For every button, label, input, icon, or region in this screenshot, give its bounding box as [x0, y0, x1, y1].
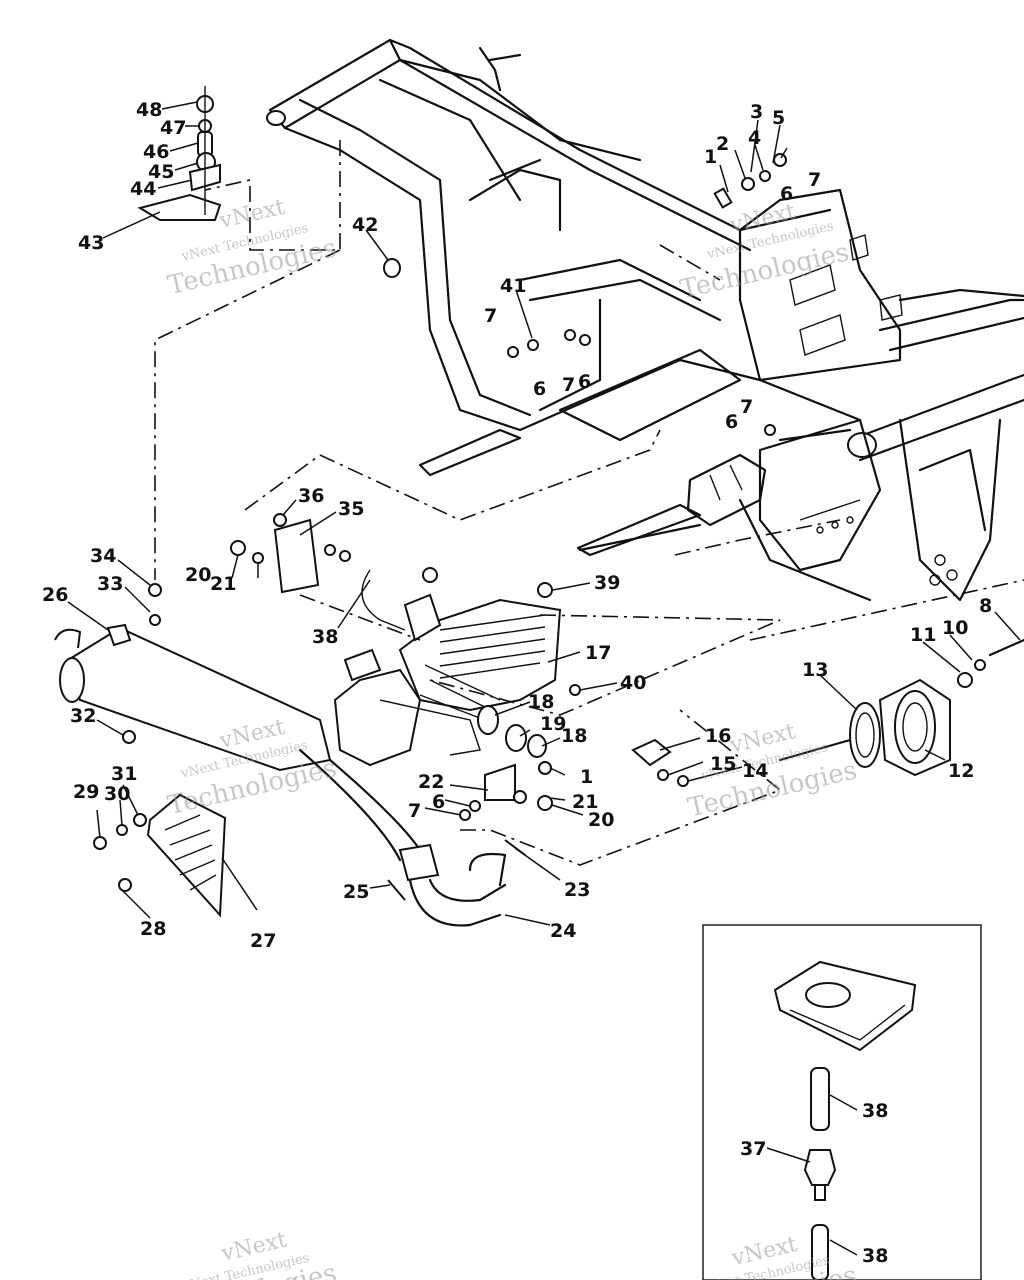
callout-43: 43 — [78, 232, 104, 254]
callout-6a: 6 — [780, 183, 793, 205]
inset-carburetor-detail — [702, 924, 982, 1280]
callout-42: 42 — [352, 214, 378, 236]
callout-16: 16 — [705, 725, 731, 747]
callout-39: 39 — [594, 572, 620, 594]
callout-30: 30 — [104, 783, 130, 805]
callout-45: 45 — [148, 161, 174, 183]
callout-29: 29 — [73, 781, 99, 803]
callout-11: 11 — [910, 624, 936, 646]
callout-7c: 7 — [562, 374, 575, 396]
callout-7e: 7 — [408, 800, 421, 822]
callout-38b: 38 — [862, 1100, 888, 1122]
callout-37: 37 — [740, 1138, 766, 1160]
frame-chassis — [266, 38, 1024, 602]
callout-20a: 20 — [185, 564, 211, 586]
callout-47: 47 — [160, 117, 186, 139]
callout-20b: 20 — [588, 809, 614, 831]
clutch-drive — [778, 638, 1024, 777]
callout-3: 3 — [750, 101, 763, 123]
callout-21a: 21 — [210, 573, 236, 595]
callout-8: 8 — [979, 595, 992, 617]
callout-32: 32 — [70, 705, 96, 727]
callout-27: 27 — [250, 930, 276, 952]
callout-12: 12 — [948, 760, 974, 782]
callout-6d: 6 — [725, 411, 738, 433]
assembly-lines — [154, 140, 1024, 866]
callout-7b: 7 — [484, 305, 497, 327]
callout-22: 22 — [418, 771, 444, 793]
callout-31: 31 — [111, 763, 137, 785]
callout-7a: 7 — [808, 169, 821, 191]
callout-44: 44 — [130, 178, 156, 200]
callout-24: 24 — [550, 920, 576, 942]
callout-46: 46 — [143, 141, 169, 163]
watermark-5: vNext vNext Technologies Technologies — [165, 1227, 339, 1280]
callout-26: 26 — [42, 584, 68, 606]
callout-6b: 6 — [533, 378, 546, 400]
callout-15: 15 — [710, 753, 736, 775]
callout-18a: 18 — [528, 691, 554, 713]
callout-34: 34 — [90, 545, 116, 567]
callout-6e: 6 — [432, 791, 445, 813]
callout-28: 28 — [140, 918, 166, 940]
muffler-exhaust — [54, 623, 507, 927]
callout-35: 35 — [338, 498, 364, 520]
callout-7d: 7 — [740, 396, 753, 418]
callout-40: 40 — [620, 672, 646, 694]
callout-23: 23 — [564, 879, 590, 901]
callout-36: 36 — [298, 485, 324, 507]
callout-38a: 38 — [312, 626, 338, 648]
callout-25: 25 — [343, 881, 369, 903]
callout-2: 2 — [716, 133, 729, 155]
callout-38c: 38 — [862, 1245, 888, 1267]
callout-1b: 1 — [580, 766, 593, 788]
callout-4: 4 — [748, 127, 761, 149]
callout-17: 17 — [585, 642, 611, 664]
callout-21b: 21 — [572, 791, 598, 813]
callout-labels: 48 47 46 45 44 43 42 41 7 6 7 6 7 6 1 2 … — [42, 99, 992, 1267]
callout-13: 13 — [802, 659, 828, 681]
callout-18b: 18 — [561, 725, 587, 747]
callout-6c: 6 — [578, 371, 591, 393]
callout-1a: 1 — [704, 146, 717, 168]
callout-41: 41 — [500, 275, 526, 297]
callout-19: 19 — [540, 713, 566, 735]
callout-5: 5 — [772, 107, 785, 129]
callout-14: 14 — [742, 760, 768, 782]
leader-lines — [67, 101, 1021, 1256]
callout-48: 48 — [136, 99, 162, 121]
callout-10: 10 — [942, 617, 968, 639]
callout-33: 33 — [97, 573, 123, 595]
